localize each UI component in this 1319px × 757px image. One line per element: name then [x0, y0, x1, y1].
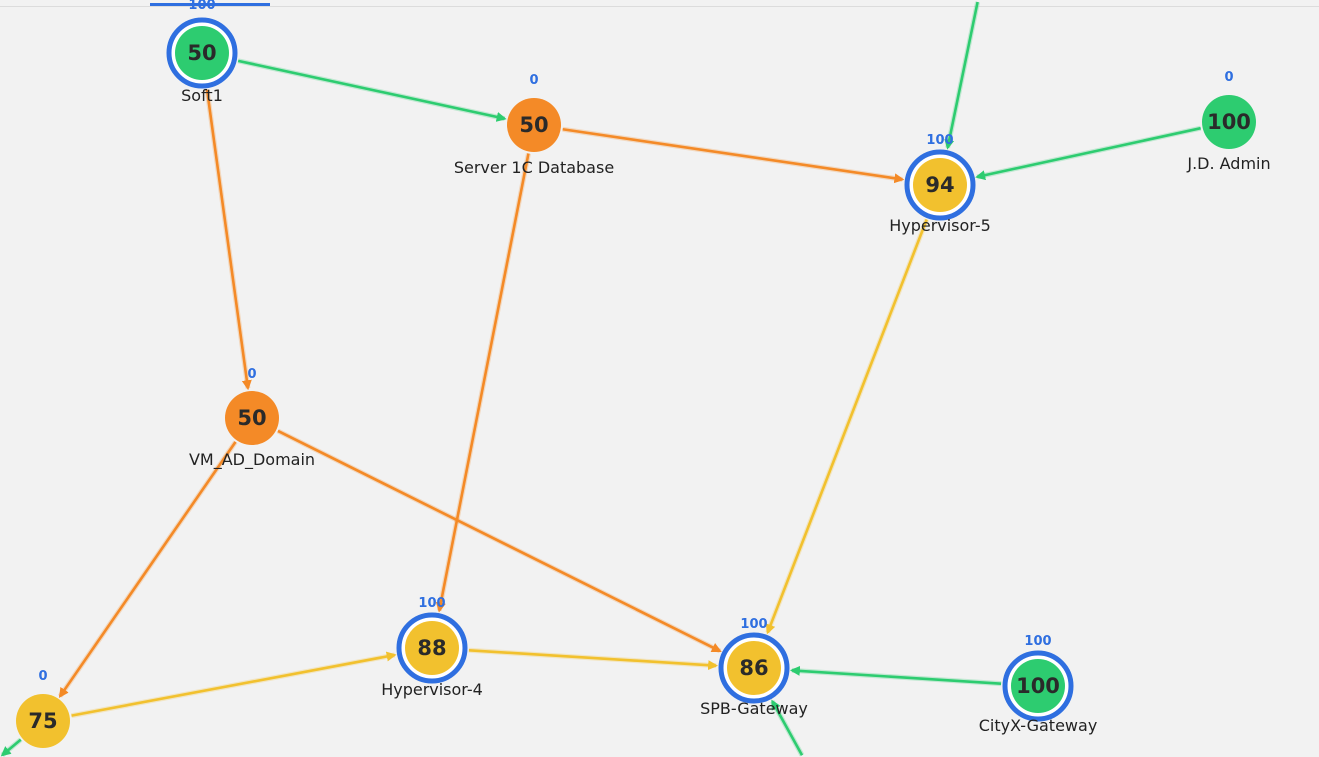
- node-score: 100: [418, 596, 445, 611]
- node-circle: [1202, 95, 1256, 149]
- node-score: 100: [740, 617, 767, 632]
- node-jdadmin[interactable]: 100 0J.D. Admin: [1186, 70, 1270, 173]
- edge-server1c-hyper4[interactable]: [435, 153, 530, 613]
- active-tab-indicator: [150, 3, 270, 6]
- edge-offscreen_bottom-spb[interactable]: [771, 699, 804, 756]
- node-value: 100: [1207, 110, 1251, 134]
- node-circle: [225, 391, 279, 445]
- node-score: 100: [188, 0, 215, 13]
- node-score: 0: [247, 367, 256, 382]
- node-circle: [1011, 659, 1065, 713]
- node-circle: [507, 98, 561, 152]
- edge-soft1-vmad[interactable]: [205, 89, 252, 391]
- edge-hyper5-spb[interactable]: [765, 219, 928, 635]
- node-circle: [175, 26, 229, 80]
- node-score: 100: [1024, 634, 1051, 649]
- edge-offscreen_top-hyper5[interactable]: [944, 1, 979, 150]
- node-label: Hypervisor-5: [889, 216, 991, 235]
- node-label: CityX-Gateway: [979, 716, 1098, 735]
- node-label: Hypervisor-4: [381, 680, 483, 699]
- node-value: 86: [739, 656, 768, 680]
- node-score: 100: [926, 133, 953, 148]
- node-circle: [727, 641, 781, 695]
- node-value: 94: [925, 173, 954, 197]
- edge-cityx-spb[interactable]: [789, 665, 1002, 685]
- node-label: Server 1C Database: [454, 158, 614, 177]
- node-value: 88: [417, 636, 446, 660]
- edge-server1c-hyper5[interactable]: [562, 127, 905, 184]
- node-score: 0: [1224, 70, 1233, 85]
- node-score: 0: [529, 73, 538, 88]
- node-score: 0: [38, 669, 47, 684]
- edge-adctrl-hyper4[interactable]: [71, 651, 397, 717]
- node-value: 75: [28, 709, 57, 733]
- node-label: SPB-Gateway: [700, 699, 808, 718]
- node-label: VM_AD_Domain: [189, 450, 315, 470]
- edge-jdadmin-hyper5[interactable]: [975, 126, 1201, 181]
- edge-hyper4-spb[interactable]: [468, 648, 719, 671]
- node-circle: [405, 621, 459, 675]
- node-value: 100: [1016, 674, 1060, 698]
- node-adctrl[interactable]: 75 0: [16, 669, 70, 748]
- node-value: 50: [187, 41, 216, 65]
- node-circle: [913, 158, 967, 212]
- node-label: J.D. Admin: [1186, 154, 1270, 173]
- node-circle: [16, 694, 70, 748]
- node-vmad[interactable]: 50 0VM_AD_Domain: [189, 367, 315, 470]
- node-label: Soft1: [181, 86, 223, 105]
- node-value: 50: [519, 113, 548, 137]
- edge-soft1-server1c[interactable]: [237, 59, 507, 122]
- edge-adctrl-offscreen_left[interactable]: [0, 738, 22, 757]
- edges-layer: [0, 1, 1202, 757]
- edge-vmad-adctrl[interactable]: [58, 441, 237, 698]
- edge-vmad-spb[interactable]: [277, 429, 722, 653]
- node-value: 50: [237, 406, 266, 430]
- top-divider: [0, 6, 1319, 7]
